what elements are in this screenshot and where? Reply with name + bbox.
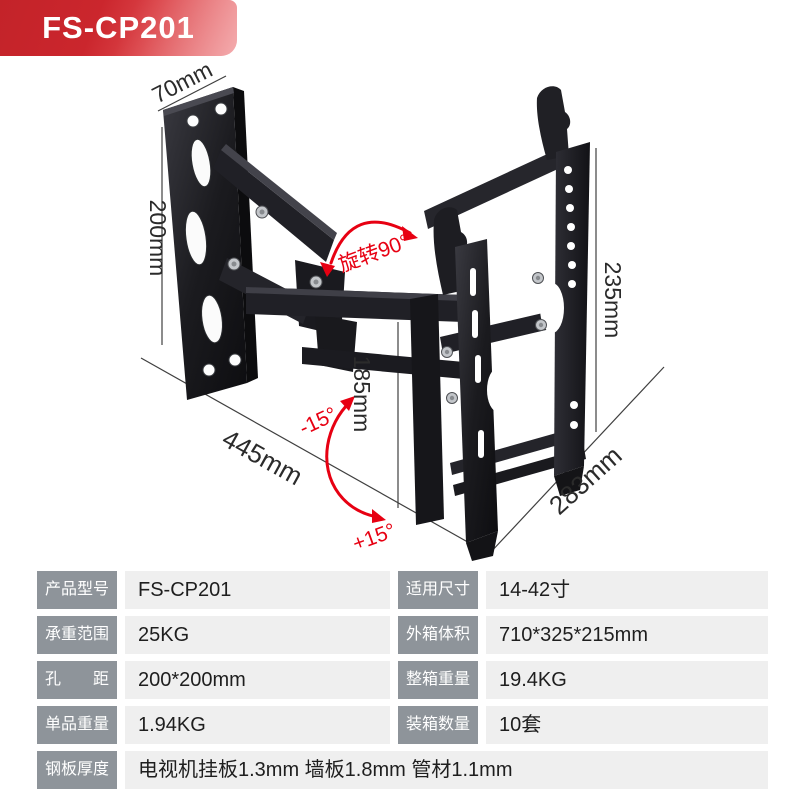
bracket-artwork [163, 86, 590, 561]
spec-row-unit-weight: 单品重量 1.94KG 装箱数量 10套 [37, 706, 768, 744]
spec-label-hole-pitch: 孔 距 [37, 661, 117, 699]
spec-label-load: 承重范围 [37, 616, 117, 654]
rotate-90-label: 旋转90° [336, 230, 413, 277]
spec-value-box-volume: 710*325*215mm [486, 616, 768, 654]
spec-value-steel-thickness: 电视机挂板1.3mm 墙板1.8mm 管材1.1mm [125, 751, 768, 789]
tilt-arrow [325, 400, 379, 519]
spec-label-model: 产品型号 [37, 571, 117, 609]
dimension-label-445mm: 445mm [217, 423, 307, 491]
dimension-label-235mm: 235mm [600, 262, 626, 339]
spec-row-load: 承重范围 25KG 外箱体积 710*325*215mm [37, 616, 768, 654]
dimension-label-185mm: 185mm [349, 356, 375, 433]
product-diagram: 70mm 200mm 旋转90° 185mm 235mm 445mm 283mm… [140, 56, 665, 561]
spec-value-hole-pitch: 200*200mm [125, 661, 390, 699]
model-badge: FS-CP201 [0, 0, 237, 56]
spec-value-model: FS-CP201 [125, 571, 390, 609]
spec-value-load: 25KG [125, 616, 390, 654]
tv-bracket [410, 86, 590, 561]
spec-value-pack-qty: 10套 [486, 706, 768, 744]
dimension-line-70mm [157, 75, 227, 112]
spec-row-hole-pitch: 孔 距 200*200mm 整箱重量 19.4KG [37, 661, 768, 699]
spec-label-pack-qty: 装箱数量 [398, 706, 478, 744]
spec-label-box-weight: 整箱重量 [398, 661, 478, 699]
spec-label-size: 适用尺寸 [398, 571, 478, 609]
spec-value-box-weight: 19.4KG [486, 661, 768, 699]
tilt-down-label: +15° [350, 519, 399, 556]
rotation-arrows [320, 220, 418, 523]
spec-row-model: 产品型号 FS-CP201 适用尺寸 14-42寸 [37, 571, 768, 609]
wall-plate [163, 87, 258, 400]
dimension-label-200mm: 200mm [145, 200, 171, 277]
spec-label-steel-thickness: 钢板厚度 [37, 751, 117, 789]
rotate-90-arrow [329, 220, 412, 265]
spec-row-steel-thickness: 钢板厚度 电视机挂板1.3mm 墙板1.8mm 管材1.1mm [37, 751, 768, 789]
model-badge-label: FS-CP201 [42, 10, 195, 45]
spec-label-unit-weight: 单品重量 [37, 706, 117, 744]
spec-table: 产品型号 FS-CP201 适用尺寸 14-42寸 承重范围 25KG 外箱体积… [37, 571, 768, 796]
spec-label-box-volume: 外箱体积 [398, 616, 478, 654]
spec-value-unit-weight: 1.94KG [125, 706, 390, 744]
swing-arm [213, 144, 464, 379]
spec-value-size: 14-42寸 [486, 571, 768, 609]
tilt-up-label: -15° [296, 403, 341, 440]
